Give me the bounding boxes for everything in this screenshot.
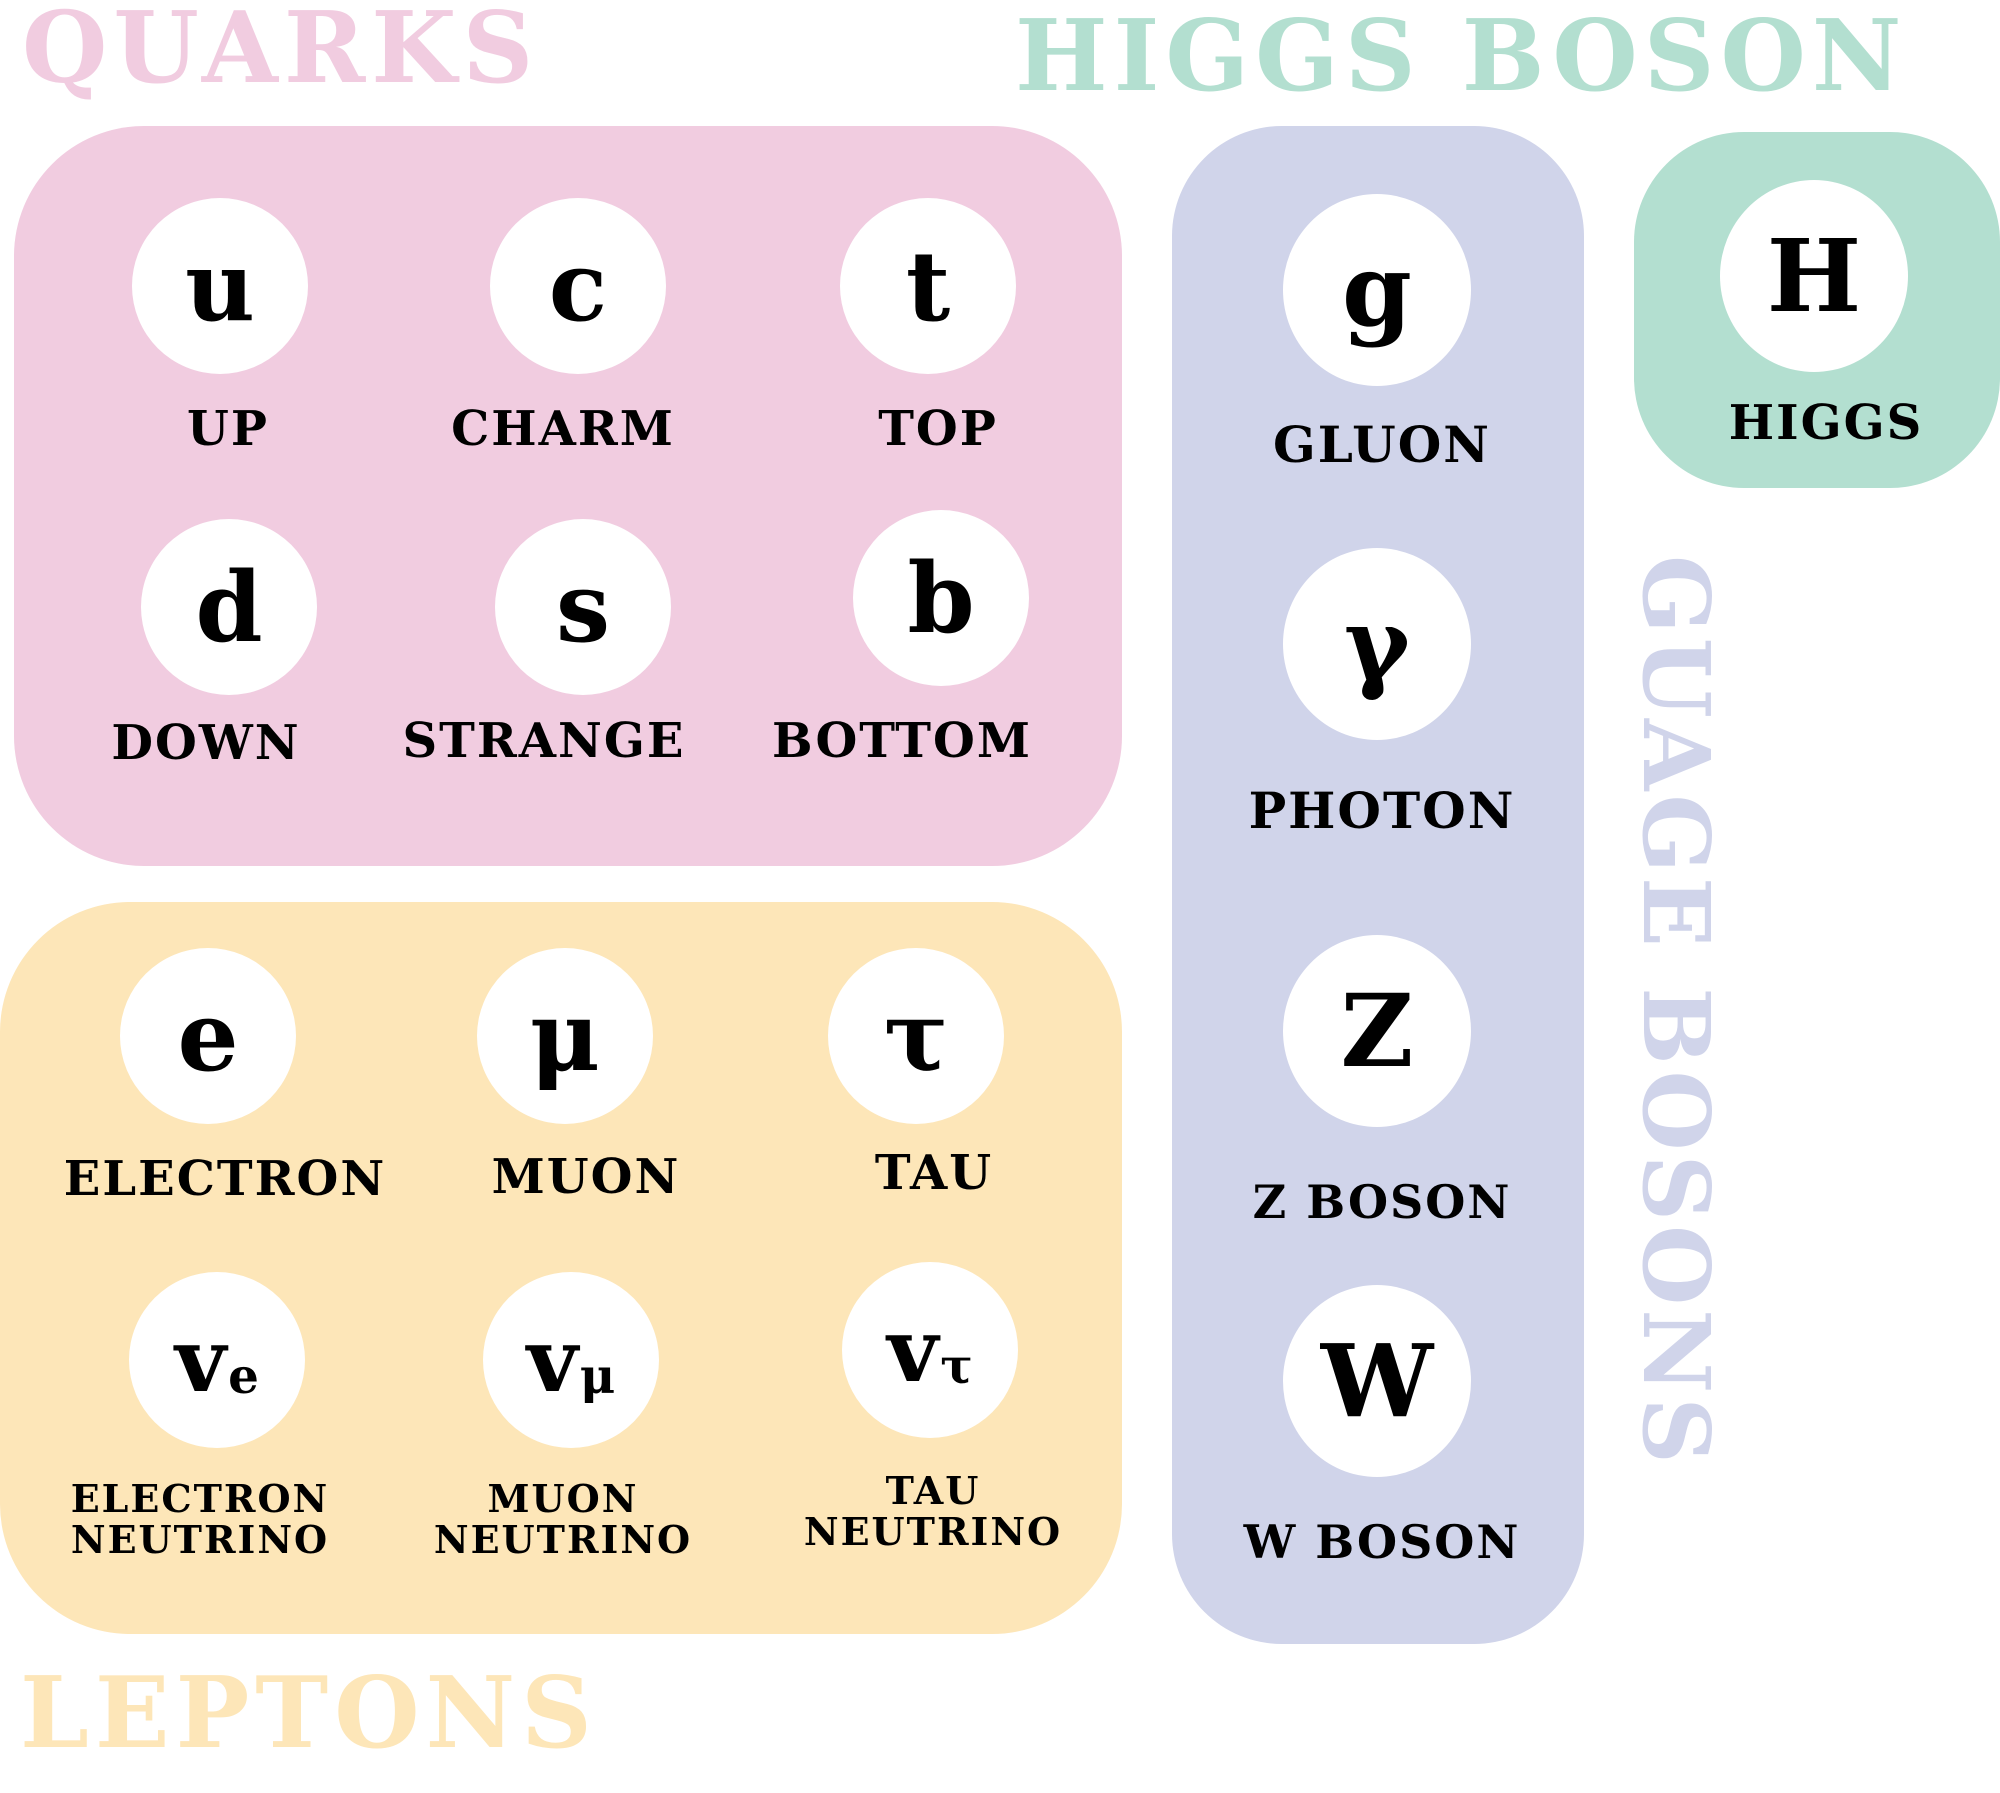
particle-top: t — [840, 198, 1016, 374]
photon-symbol: γ — [1343, 585, 1410, 703]
leptons-title: LEPTONS — [20, 1656, 598, 1771]
label-line: NEUTRINO — [433, 1517, 693, 1563]
label-photon: PHOTON — [1248, 781, 1516, 840]
higgs-boson-title: HIGGS BOSON — [1015, 0, 1908, 114]
particle-electron: e — [120, 948, 296, 1124]
particle-w-boson: W — [1283, 1285, 1471, 1477]
label-line: ELECTRON — [70, 1476, 330, 1521]
label-charm: CHARM — [451, 401, 675, 457]
particle-higgs: H — [1720, 180, 1908, 372]
w-boson-symbol: W — [1320, 1322, 1434, 1440]
label-tau: TAU — [874, 1145, 994, 1201]
muon-symbol: μ — [529, 979, 601, 1093]
particle-bottom: b — [853, 510, 1029, 686]
gauge-bosons-title: GUAGE BOSONS — [1622, 555, 1730, 1468]
down-symbol: d — [195, 550, 263, 664]
electron-symbol: e — [177, 979, 239, 1093]
particle-photon: γ — [1283, 548, 1471, 740]
label-line: TAU — [885, 1468, 981, 1513]
tau-neutrino-symbol: v — [887, 1298, 939, 1402]
particle-z-boson: Z — [1283, 935, 1471, 1127]
label-strange: STRANGE — [402, 713, 686, 769]
particle-strange: s — [495, 519, 671, 695]
electron-neutrino-symbol: v — [175, 1308, 227, 1412]
label-higgs: HIGGS — [1728, 395, 1924, 451]
muon-neutrino-symbol: v — [526, 1308, 578, 1412]
label-bottom: BOTTOM — [772, 713, 1032, 769]
label-line: NEUTRINO — [803, 1509, 1063, 1555]
particle-charm: c — [490, 198, 666, 374]
top-symbol: t — [905, 229, 951, 343]
particle-gluon: g — [1283, 194, 1471, 386]
quarks-title: QUARKS — [22, 0, 540, 106]
higgs-symbol: H — [1766, 217, 1862, 335]
particle-up: u — [132, 198, 308, 374]
label-line: MUON — [487, 1476, 639, 1521]
bottom-symbol: b — [907, 541, 975, 655]
label-electron: ELECTRON — [63, 1151, 387, 1207]
label-down: DOWN — [111, 715, 301, 771]
particle-down: d — [141, 519, 317, 695]
label-up: UP — [187, 401, 269, 457]
muon-neutrino-subscript: μ — [579, 1348, 616, 1405]
label-line: NEUTRINO — [70, 1517, 330, 1563]
electron-neutrino-subscript: e — [228, 1348, 259, 1405]
strange-symbol: s — [555, 550, 611, 664]
label-z-boson: Z BOSON — [1252, 1175, 1512, 1229]
label-muon: MUON — [491, 1149, 681, 1205]
label-gluon: GLUON — [1273, 415, 1491, 474]
z-boson-symbol: Z — [1340, 972, 1414, 1090]
tau-symbol: τ — [883, 979, 949, 1093]
tau-neutrino-subscript: τ — [940, 1338, 973, 1395]
charm-symbol: c — [548, 229, 608, 343]
gluon-symbol: g — [1342, 231, 1412, 349]
up-symbol: u — [185, 229, 255, 343]
label-top: TOP — [878, 401, 998, 457]
particle-muon: μ — [477, 948, 653, 1124]
label-w-boson: W BOSON — [1243, 1515, 1521, 1569]
particle-tau: τ — [828, 948, 1004, 1124]
